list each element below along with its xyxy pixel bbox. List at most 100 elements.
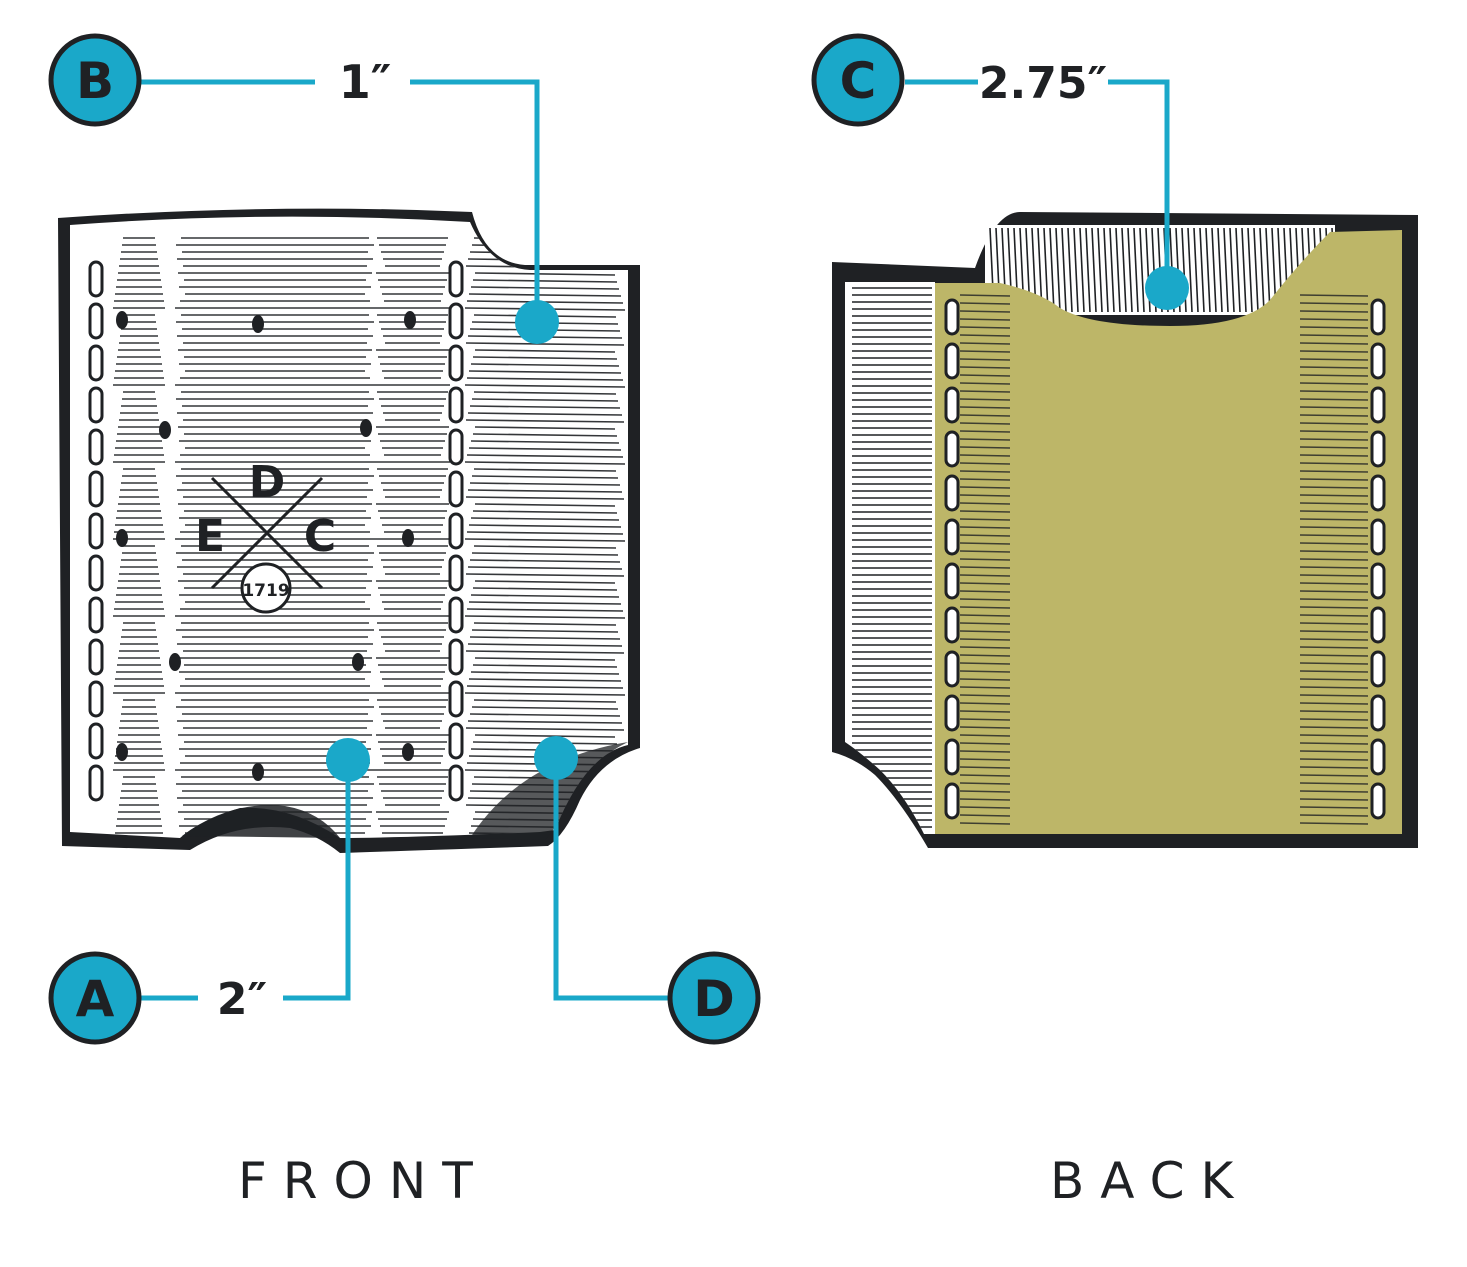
stitch xyxy=(944,782,960,820)
callout-d-marker xyxy=(534,736,578,780)
logo-letter-d: D xyxy=(249,457,286,508)
stitch xyxy=(1370,474,1386,512)
callout-d-badge xyxy=(667,951,761,1045)
stitch xyxy=(1370,650,1386,688)
rivet xyxy=(252,763,264,781)
callout-b-marker xyxy=(515,300,559,344)
rivet xyxy=(404,311,416,329)
callout-b-badge xyxy=(48,33,142,127)
callout-d-letter: D xyxy=(693,970,735,1028)
stitch xyxy=(944,606,960,644)
stitch xyxy=(1370,738,1386,776)
stitch xyxy=(448,470,464,508)
stitch xyxy=(448,680,464,718)
stitch xyxy=(944,694,960,732)
stitch xyxy=(944,738,960,776)
callout-a-value: 2″ xyxy=(217,974,267,1025)
logo-seal-text: 1719 xyxy=(242,581,289,601)
stitch xyxy=(448,302,464,340)
stitch xyxy=(88,344,104,382)
stitch xyxy=(88,596,104,634)
stitch xyxy=(1370,430,1386,468)
rivet xyxy=(402,529,414,547)
stitch xyxy=(448,260,464,298)
callout-b-letter: B xyxy=(76,52,114,110)
front-rivets xyxy=(116,311,416,781)
stitch xyxy=(944,430,960,468)
stitch xyxy=(448,764,464,802)
stitch xyxy=(88,512,104,550)
stitch xyxy=(448,554,464,592)
rivet xyxy=(116,529,128,547)
callout-c-letter: C xyxy=(840,52,877,110)
callout-a: A 2″ xyxy=(48,738,370,1045)
stitch xyxy=(1370,298,1386,336)
stitch xyxy=(1370,386,1386,424)
callout-b-value: 1″ xyxy=(339,55,392,109)
callout-a-badge xyxy=(48,951,142,1045)
front-logo: D E C 1719 xyxy=(195,457,336,614)
rivet xyxy=(402,743,414,761)
front-caption: FRONT xyxy=(238,1152,489,1210)
stitch xyxy=(944,518,960,556)
stitch xyxy=(448,428,464,466)
callout-c-value: 2.75″ xyxy=(979,58,1107,109)
rivet xyxy=(159,421,171,439)
stitch xyxy=(1370,562,1386,600)
callout-c-badge xyxy=(811,33,905,127)
back-caption: BACK xyxy=(1050,1152,1250,1210)
stitch xyxy=(448,512,464,550)
stitch xyxy=(88,764,104,802)
logo-letter-e: E xyxy=(195,511,225,562)
callout-d: D xyxy=(534,736,761,1045)
stitch xyxy=(88,680,104,718)
front-wallet: D E C 1719 xyxy=(58,208,640,853)
stitch xyxy=(448,386,464,424)
stitch xyxy=(448,344,464,382)
rivet xyxy=(352,653,364,671)
callout-c: C 2.75″ xyxy=(811,33,1189,310)
stitch xyxy=(1370,518,1386,556)
callout-a-marker xyxy=(326,738,370,782)
stitch xyxy=(448,722,464,760)
rivet xyxy=(116,311,128,329)
stitch xyxy=(88,386,104,424)
stitch xyxy=(88,260,104,298)
callout-c-marker xyxy=(1145,266,1189,310)
stitch xyxy=(88,554,104,592)
rivet xyxy=(169,653,181,671)
stitch xyxy=(88,470,104,508)
callout-a-letter: A xyxy=(76,970,115,1028)
stitch xyxy=(88,302,104,340)
back-card-pocket xyxy=(935,230,1402,834)
back-stitching xyxy=(944,298,1386,820)
stitch xyxy=(88,722,104,760)
stitch xyxy=(944,474,960,512)
rivet xyxy=(360,419,372,437)
stitch xyxy=(448,638,464,676)
stitch xyxy=(944,650,960,688)
stitch xyxy=(88,428,104,466)
front-bottom-notch xyxy=(182,805,340,838)
stitch xyxy=(944,342,960,380)
callout-b: B 1″ xyxy=(48,33,559,344)
stitch xyxy=(944,298,960,336)
stitch xyxy=(88,638,104,676)
logo-letter-c: C xyxy=(304,511,336,562)
stitch xyxy=(944,386,960,424)
logo-seal xyxy=(240,562,292,614)
stitch xyxy=(448,596,464,634)
stitch xyxy=(1370,606,1386,644)
stitch xyxy=(1370,782,1386,820)
stitch xyxy=(1370,342,1386,380)
rivet xyxy=(116,743,128,761)
front-stitching xyxy=(88,260,464,802)
front-corner-fold xyxy=(470,742,628,840)
stitch xyxy=(944,562,960,600)
back-pocket-texture xyxy=(959,294,1369,825)
back-wallet xyxy=(832,212,1418,848)
stitch xyxy=(1370,694,1386,732)
back-left-fold xyxy=(845,282,935,834)
rivet xyxy=(252,315,264,333)
